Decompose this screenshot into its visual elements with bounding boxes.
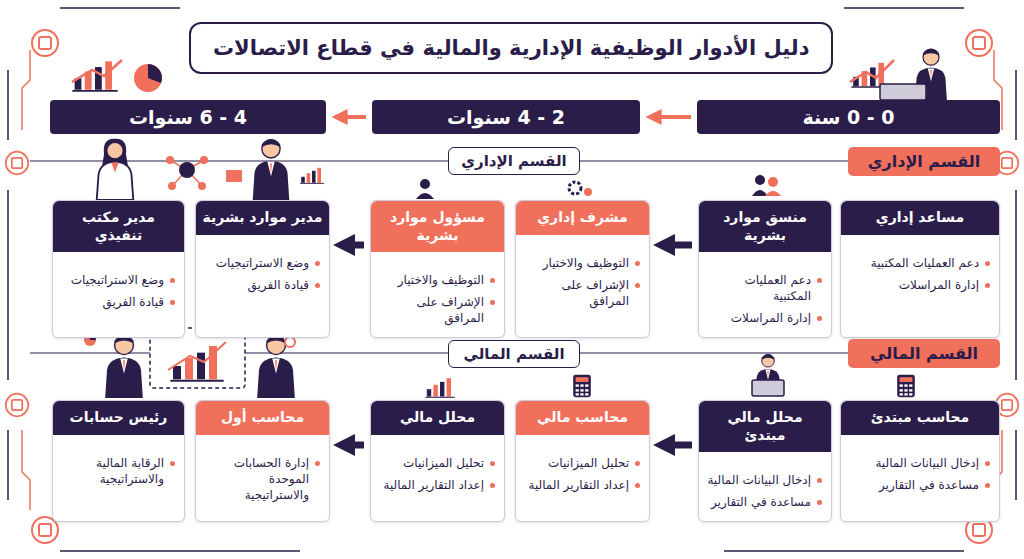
role-card: محاسب مبتدئ إدخال البيانات المالية مساعدة …	[840, 400, 1000, 522]
duty-item: قيادة الفريق	[196, 277, 329, 293]
role-title: مدير مكتب تنفيذي	[53, 201, 184, 252]
duty-item: تحليل الميزانيات	[516, 455, 649, 471]
timeline-arrow	[652, 115, 691, 119]
duty-item: إدخال البيانات المالية	[841, 455, 999, 471]
section-tag: القسم الإداري	[848, 147, 1000, 176]
progress-arrow	[662, 242, 692, 249]
role-card: مسؤول موارد بشرية التوظيف والاختيار الإشرا…	[370, 200, 505, 338]
role-title: محاسب مالي	[516, 401, 649, 435]
timeline-arrow	[338, 115, 366, 119]
duty-item: إعداد التقارير المالية	[371, 477, 504, 493]
duty-item: التوظيف والاختيار	[516, 255, 649, 271]
duty-item: دعم العمليات المكتبية	[841, 255, 999, 271]
role-card: مدير مكتب تنفيذي وضع الاستراتيجيات قيادة ا…	[52, 200, 185, 338]
duty-item: مساعدة في التقارير	[841, 477, 999, 493]
section-tag: القسم الإداري	[448, 147, 580, 175]
duty-item: إعداد التقارير المالية	[516, 477, 649, 493]
duty-item: الإشراف على المرافق	[371, 294, 504, 326]
year-label: 4 - 6 سنوات	[129, 106, 247, 128]
role-title: مدير موارد بشرية	[196, 201, 329, 235]
role-title: مساعد إداري	[841, 201, 999, 235]
role-title: محاسب أول	[196, 401, 329, 435]
duty-item: إدخال البيانات المالية	[699, 472, 831, 488]
duty-item: التوظيف والاختيار	[371, 272, 504, 288]
role-card: محاسب مالي تحليل الميزانيات إعداد التقارير…	[515, 400, 650, 522]
role-title: منسق موارد بشرية	[699, 201, 831, 252]
duty-item: دعم العمليات المكتبية	[699, 272, 831, 304]
role-card: مدير موارد بشرية وضع الاستراتيجيات قيادة ا…	[195, 200, 330, 338]
duty-item: الإشراف على المرافق	[516, 277, 649, 309]
duty-item: إدارة المراسلات	[841, 277, 999, 293]
year-bar: 2 - 4 سنوات	[372, 100, 640, 134]
duty-item: إدارة الحسابات الموحدة والاستراتيجية	[196, 455, 329, 504]
role-title: رئيس حسابات	[53, 401, 184, 435]
progress-arrow	[342, 242, 364, 249]
section-tag: القسم المالي	[848, 339, 1000, 368]
role-title: محلل مالي	[371, 401, 504, 435]
role-card: محاسب أول إدارة الحسابات الموحدة والاسترا…	[195, 400, 330, 522]
section-label: القسم الإداري	[868, 152, 980, 171]
role-card: مساعد إداري دعم العمليات المكتبية إدارة ال…	[840, 200, 1000, 338]
title-text: دليل الأدوار الوظيفية الإدارية والمالية …	[213, 36, 809, 60]
duty-item: الرقابة المالية والاستراتيجية	[53, 455, 184, 487]
year-label: 2 - 4 سنوات	[447, 106, 565, 128]
title-box: دليل الأدوار الوظيفية الإدارية والمالية …	[189, 22, 833, 74]
role-card: منسق موارد بشرية دعم العمليات المكتبية إدا…	[698, 200, 832, 338]
progress-arrow	[662, 442, 692, 449]
section-label: القسم المالي	[870, 344, 978, 363]
role-title: مشرف إداري	[516, 201, 649, 235]
progress-arrow	[342, 442, 364, 449]
duty-item: تحليل الميزانيات	[371, 455, 504, 471]
role-card: محلل مالي مبتدئ إدخال البيانات المالية مسا…	[698, 400, 832, 522]
duty-item: وضع الاستراتيجيات	[196, 255, 329, 271]
year-bar: 4 - 6 سنوات	[50, 100, 326, 134]
section-label: القسم المالي	[463, 345, 564, 363]
section-tag: القسم المالي	[448, 340, 580, 368]
year-label: 0 - 0 سنة	[802, 106, 894, 128]
role-title: مسؤول موارد بشرية	[371, 201, 504, 252]
role-title: محلل مالي مبتدئ	[699, 401, 831, 452]
role-card: رئيس حسابات الرقابة المالية والاستراتيجية	[52, 400, 185, 522]
year-bar: 0 - 0 سنة	[697, 100, 1000, 134]
duty-item: إدارة المراسلات	[699, 310, 831, 326]
section-label: القسم الإداري	[461, 152, 566, 170]
role-card: محلل مالي تحليل الميزانيات إعداد التقارير …	[370, 400, 505, 522]
duty-item: وضع الاستراتيجيات	[53, 272, 184, 288]
role-title: محاسب مبتدئ	[841, 401, 999, 435]
duty-item: مساعدة في التقارير	[699, 494, 831, 510]
role-card: مشرف إداري التوظيف والاختيار الإشراف على ا…	[515, 200, 650, 338]
duty-item: قيادة الفريق	[53, 294, 184, 310]
